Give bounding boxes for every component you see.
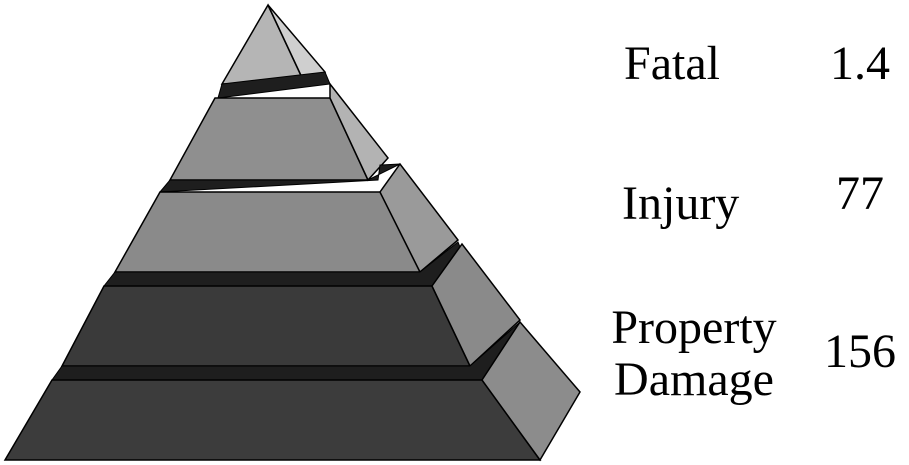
pyramid-tier-5-front	[5, 380, 540, 460]
label-fatal: Fatal	[624, 38, 720, 90]
label-injury: Injury	[622, 178, 739, 230]
value-injury: 77	[836, 168, 884, 220]
label-damage-line: Damage	[598, 354, 790, 406]
label-property-line: Property	[598, 302, 790, 354]
pyramid-tier-4-front	[62, 286, 470, 366]
pyramid-tier-3-front	[115, 192, 420, 272]
value-fatal: 1.4	[830, 38, 890, 90]
value-property-damage: 156	[824, 326, 896, 378]
label-property-damage: Property Damage	[598, 302, 790, 406]
